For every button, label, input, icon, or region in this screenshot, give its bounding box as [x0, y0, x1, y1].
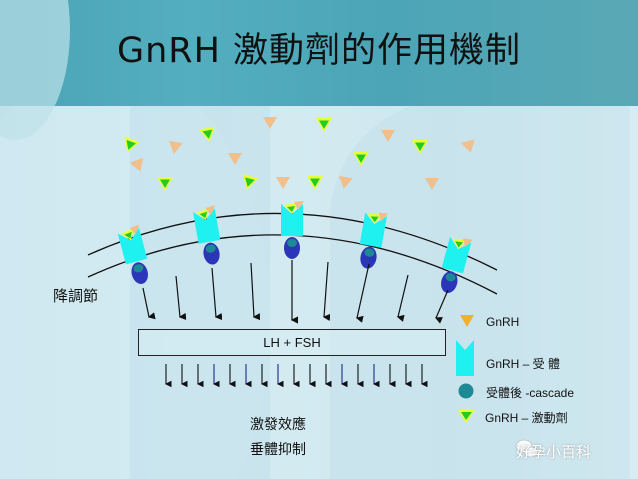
cascade-circle-icon: [458, 383, 474, 399]
lh-fsh-box: LH + FSH: [138, 329, 446, 356]
output-arrows: [164, 364, 428, 388]
effect-label-suppression: 垂體抑制: [250, 442, 306, 458]
title-band: [0, 0, 638, 140]
legend-label-cascade: 受體後 -cascade: [486, 386, 575, 400]
background-shape: [330, 100, 630, 479]
receptor-icon: [456, 340, 474, 376]
legend-label-agonist: GnRH – 激動劑: [485, 411, 568, 425]
down-regulation-label: 降調節: [53, 287, 99, 305]
legend-label-receptor: GnRH – 受 體: [486, 357, 561, 371]
slide-title: GnRH 激動劑的作用機制: [116, 31, 522, 71]
cascade-arrows: [142, 260, 449, 324]
effect-label-flare: 激發效應: [250, 417, 306, 433]
legend-icons: [456, 315, 475, 423]
wechat-icon: [515, 439, 539, 458]
legend-label-gnrh: GnRH: [486, 315, 520, 329]
background-shape: [130, 100, 270, 479]
floating-ligands: [119, 117, 478, 192]
watermark-text: 好孕小百科: [516, 443, 592, 461]
gnrh-triangle-icon: [460, 315, 474, 327]
